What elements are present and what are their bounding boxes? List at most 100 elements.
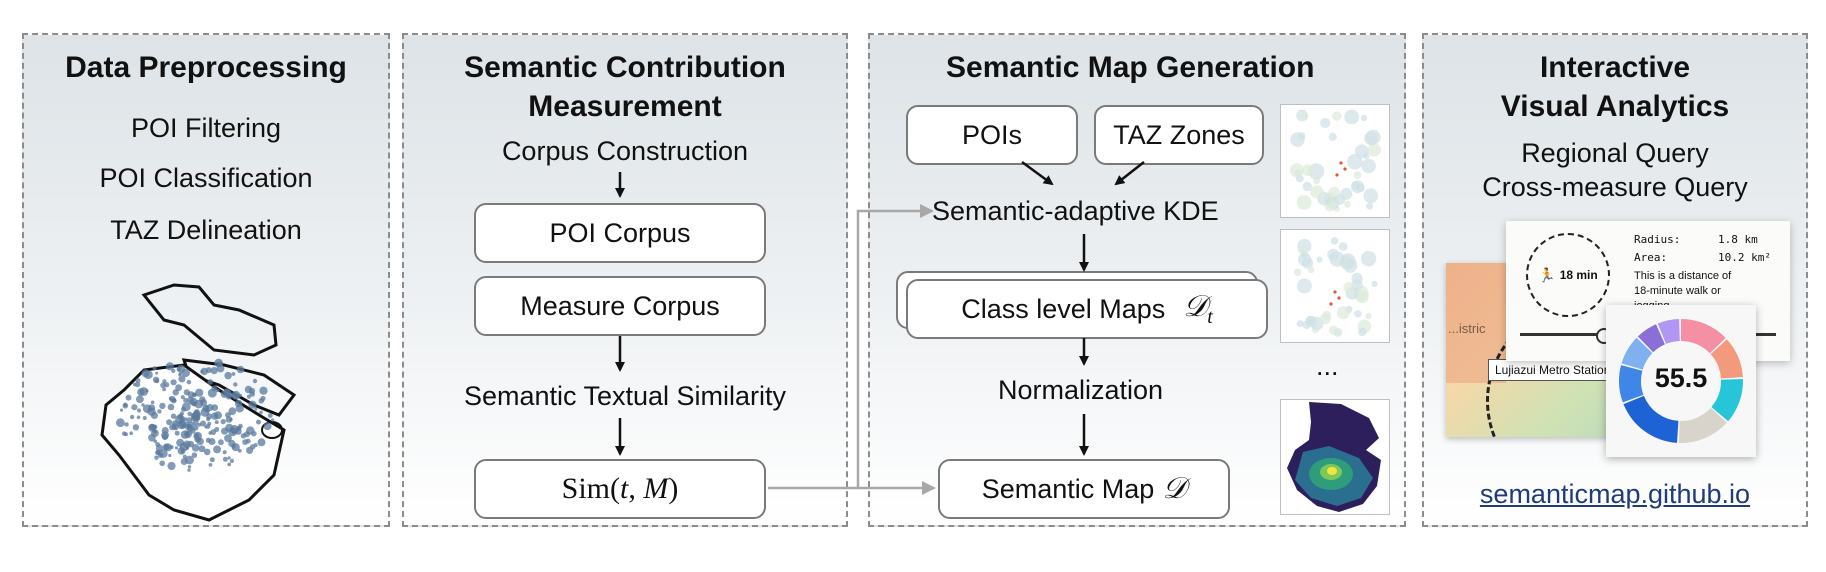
heat-blob [1332, 111, 1342, 121]
step-poi-filtering: POI Filtering [130, 113, 282, 143]
poi-dot [229, 458, 234, 463]
similarity-label: Semantic Textual Similarity [463, 381, 787, 411]
heat-blob [1319, 313, 1331, 325]
heat-blob [1360, 114, 1368, 122]
poi-dot [267, 413, 273, 418]
poi-dot [253, 443, 258, 448]
poi-dot [145, 389, 149, 393]
heat-blob [1340, 253, 1356, 270]
class-map-thumbnail-2 [1280, 229, 1390, 343]
poi-dot [235, 428, 242, 435]
class-maps-box: Class level Maps 𝒟t [906, 279, 1268, 339]
poi-dot [180, 395, 185, 400]
heat-blob [1371, 280, 1378, 287]
poi-dot [206, 417, 211, 422]
poi-dot [257, 438, 266, 447]
taz-zones-label: TAZ Zones [1113, 119, 1245, 150]
donut-segment [1619, 365, 1644, 403]
heat-blob [1316, 256, 1323, 263]
heat-blob [1366, 202, 1374, 210]
poi-dot [185, 446, 189, 450]
poi-dot [155, 371, 159, 375]
panel-title: Semantic Map Generation [946, 51, 1315, 84]
heat-blob [1330, 237, 1339, 245]
poi-dot [144, 370, 153, 379]
poi-dot [249, 391, 255, 397]
heat-blob [1296, 278, 1312, 294]
class-maps-d: 𝒟 [1183, 289, 1208, 323]
heat-blob [1344, 109, 1360, 125]
poi-dot [154, 378, 160, 384]
heat-blob [1297, 132, 1306, 140]
thumbnail-2-heat [1293, 237, 1378, 337]
running-person-icon: 🏃 [1538, 266, 1556, 283]
poi-dot [170, 379, 177, 386]
donut-segment [1657, 319, 1680, 344]
poi-dot [246, 446, 254, 454]
heat-blob [1305, 315, 1317, 327]
poi-dot [167, 403, 175, 411]
panel-title-line1: Interactive [1539, 51, 1691, 84]
heat-hotspot [1337, 296, 1341, 300]
semantic-map-thumbnail [1280, 399, 1390, 515]
heat-hotspot [1335, 173, 1339, 177]
project-url-link[interactable]: semanticmap.github.io [1479, 479, 1751, 509]
poi-dot [125, 394, 132, 401]
city-outline-map [100, 283, 297, 522]
poi-dot [227, 456, 231, 460]
poi-dot [159, 460, 165, 467]
semantic-map-box: Semantic Map 𝒟 [938, 459, 1230, 519]
poi-dot [187, 465, 192, 469]
heat-blob [1360, 251, 1377, 267]
station-label: Lujiazui Metro Station [1488, 359, 1618, 381]
donut-segment [1678, 407, 1727, 443]
poi-dot [160, 382, 166, 389]
poi-dot [263, 422, 272, 431]
heat-blob [1354, 310, 1362, 318]
poi-dot [218, 439, 224, 446]
poi-dot [191, 452, 198, 458]
poi-dot [124, 422, 129, 427]
poi-dot [171, 368, 176, 373]
radius-value: 1.8 km [1718, 233, 1758, 246]
measure-corpus-label: Measure Corpus [520, 290, 720, 321]
donut-segment [1623, 395, 1679, 443]
poi-dot [231, 390, 241, 400]
donut-segment [1637, 324, 1665, 353]
poi-dot [151, 424, 157, 430]
sim-arg-t: t [620, 472, 629, 505]
poi-dot [136, 408, 142, 413]
heat-blob [1363, 188, 1379, 204]
poi-dot [161, 427, 169, 434]
poi-dot [116, 418, 125, 428]
poi-dot [194, 432, 200, 438]
heat-blob [1358, 327, 1367, 337]
heat-blob [1361, 158, 1376, 174]
poi-dot [183, 389, 190, 396]
donut-segment [1681, 319, 1726, 354]
poi-dot [174, 446, 179, 450]
poi-dot [210, 367, 218, 375]
sim-function-name: Sim [561, 472, 610, 505]
poi-dot [187, 440, 194, 448]
heat-hotspot [1329, 302, 1333, 306]
panel-title: Data Preprocessing [65, 51, 347, 84]
heat-hotspot [1339, 161, 1343, 165]
poi-dot [236, 426, 241, 431]
poi-dot [186, 425, 194, 432]
poi-dot [134, 381, 141, 388]
arrow-pois-to-kde [1021, 160, 1054, 186]
poi-dot [258, 398, 264, 404]
poi-dot [236, 365, 245, 374]
poi-dot [195, 388, 204, 397]
poi-dot [222, 456, 228, 462]
heat-blob [1302, 181, 1312, 192]
poi-dot [246, 426, 255, 435]
poi-dot [207, 421, 212, 426]
poi-dot [180, 458, 188, 465]
poi-dot [132, 382, 137, 387]
heat-blob [1355, 290, 1369, 304]
heat-blob [1353, 171, 1362, 180]
poi-dot [200, 367, 208, 376]
pois-box: POIs [906, 105, 1078, 165]
